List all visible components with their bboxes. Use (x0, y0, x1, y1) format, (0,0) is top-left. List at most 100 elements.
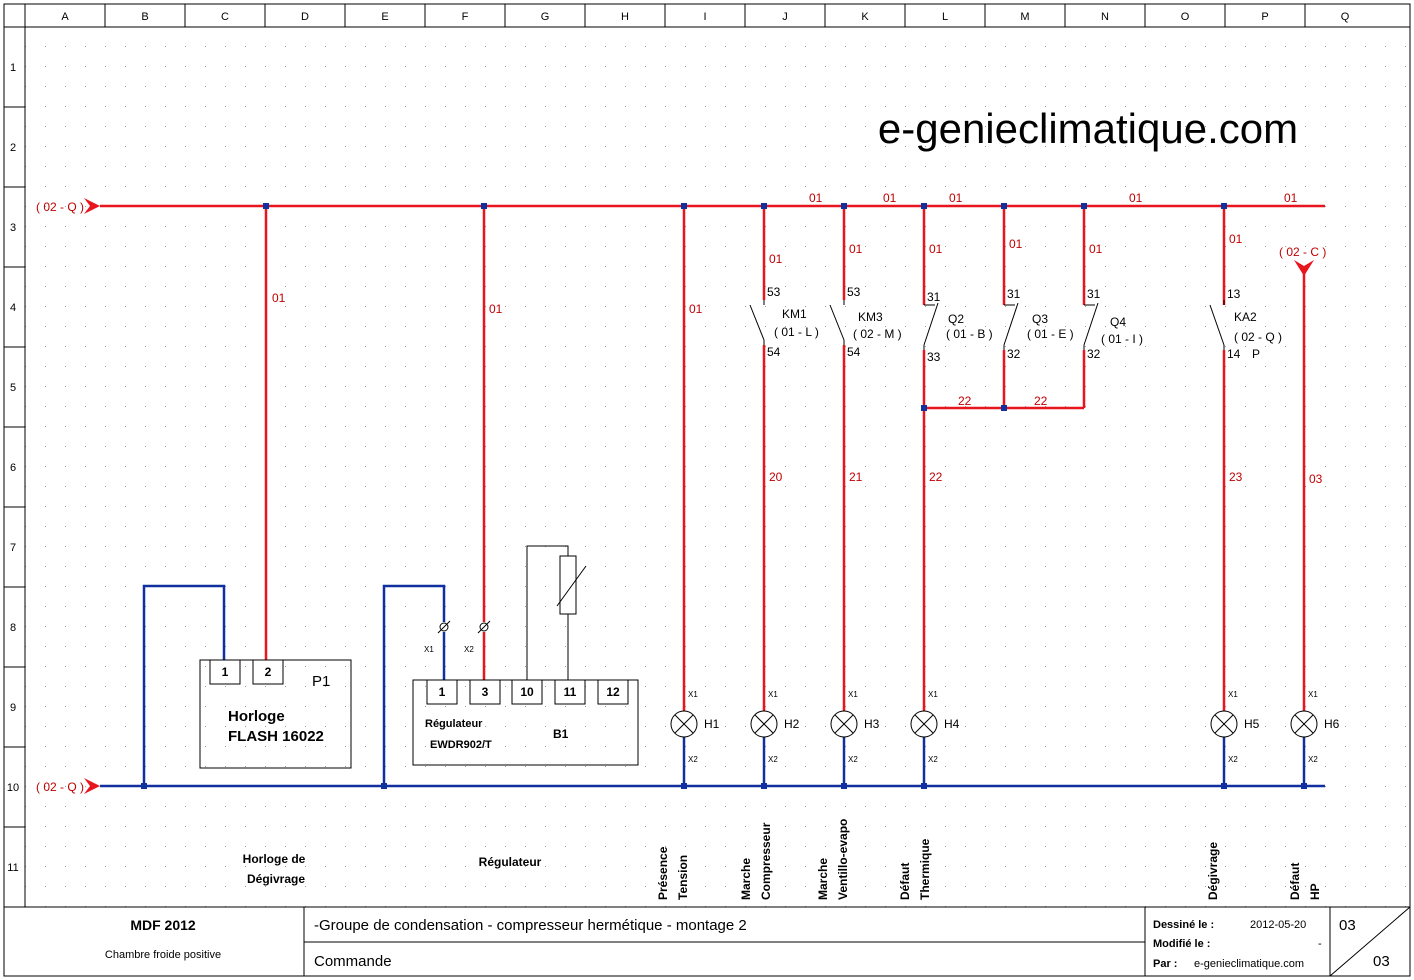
svg-text:01: 01 (849, 242, 863, 256)
by-label: Par : (1153, 958, 1177, 970)
row-label: 3 (10, 222, 16, 234)
svg-text:HP: HP (1308, 883, 1322, 900)
column-label: Q (1341, 11, 1350, 23)
svg-text:Horloge de: Horloge de (243, 852, 306, 866)
column-label: O (1181, 11, 1190, 23)
dot-grid (25, 27, 1410, 907)
modified-label: Modifié le : (1153, 938, 1210, 950)
clock-p1: 1 2 P1 Horloge FLASH 16022 (199, 659, 352, 769)
svg-text:Thermique: Thermique (918, 838, 932, 900)
sheet-section: Commande (314, 953, 392, 970)
row-label: 8 (10, 622, 16, 634)
lamp-label: H3 (864, 717, 880, 731)
b1-x1: X1 (424, 645, 434, 654)
page-number: 03 (1339, 917, 1356, 934)
lamp-x2: X2 (688, 755, 698, 764)
lamp-x2: X2 (928, 755, 938, 764)
svg-text:( 01 - B ): ( 01 - B ) (946, 327, 993, 341)
svg-text:01: 01 (1009, 237, 1023, 251)
p1-line1: Horloge (228, 708, 285, 725)
column-label: P (1261, 11, 1268, 23)
regulator-b1: 1 3 10 11 12 Régulateur EWDR902/T B1 X1 … (412, 545, 639, 766)
svg-text:01: 01 (1229, 232, 1243, 246)
b1-x2: X2 (464, 645, 474, 654)
svg-text:01: 01 (689, 302, 703, 316)
off-page-ref-top-left: ( 02 - Q ) (36, 198, 100, 214)
b1-ref: B1 (553, 727, 569, 741)
svg-text:22: 22 (958, 394, 972, 408)
svg-text:( 02 - C ): ( 02 - C ) (1279, 245, 1326, 259)
p1-terminal-1: 1 (222, 665, 229, 679)
svg-text:Défaut: Défaut (898, 863, 912, 900)
svg-text:33: 33 (927, 350, 941, 364)
column-label: B (141, 11, 148, 23)
neutral-wiring (100, 584, 1325, 788)
b1-terminal-1: 1 (439, 685, 446, 699)
svg-text:01: 01 (769, 252, 783, 266)
row-label: 10 (7, 782, 19, 794)
column-label: M (1020, 11, 1029, 23)
svg-text:Dégivrage: Dégivrage (1206, 842, 1220, 900)
lamp-label: H1 (704, 717, 720, 731)
svg-text:01: 01 (949, 191, 963, 205)
page-total: 03 (1373, 953, 1390, 970)
svg-text:54: 54 (767, 345, 781, 359)
row-label: 6 (10, 462, 16, 474)
column-label: I (703, 11, 706, 23)
lamp-label: H2 (784, 717, 800, 731)
b1-terminal-10: 10 (520, 685, 534, 699)
svg-text:54: 54 (847, 345, 861, 359)
column-label: A (61, 11, 69, 23)
svg-text:01: 01 (883, 191, 897, 205)
svg-text:Dégivrage: Dégivrage (247, 872, 305, 886)
svg-text:31: 31 (927, 290, 941, 304)
svg-text:( 01 - L ): ( 01 - L ) (774, 325, 819, 339)
row-label: 2 (10, 142, 16, 154)
contact-labels: 53 54 KM1 ( 01 - L ) 53 54 KM3 ( 02 - M … (767, 285, 1282, 364)
b1-line2: EWDR902/T (430, 739, 492, 751)
svg-text:03: 03 (1309, 472, 1323, 486)
junction-dots (141, 203, 1307, 789)
svg-text:Ventillo-evapo: Ventillo-evapo (836, 819, 850, 900)
column-label: G (541, 11, 550, 23)
project-subtitle: Chambre froide positive (105, 949, 221, 961)
row-label: 4 (10, 302, 16, 314)
row-label: 11 (7, 862, 18, 874)
svg-text:01: 01 (929, 242, 943, 256)
b1-terminal-12: 12 (606, 685, 620, 699)
svg-text:KM3: KM3 (858, 310, 883, 324)
svg-text:( 02 - Q ): ( 02 - Q ) (36, 780, 84, 794)
column-label: F (462, 11, 469, 23)
off-page-ref-right: ( 02 - C ) (1279, 245, 1326, 276)
p1-ref: P1 (312, 673, 330, 690)
svg-text:22: 22 (1034, 394, 1048, 408)
row-label: 5 (10, 382, 16, 394)
svg-text:21: 21 (849, 470, 863, 484)
svg-text:( 02 - Q ): ( 02 - Q ) (1234, 330, 1282, 344)
lamp-x1: X1 (688, 690, 698, 699)
power-wiring (100, 204, 1325, 712)
svg-text:Régulateur: Régulateur (479, 855, 542, 869)
svg-text:Compresseur: Compresseur (759, 822, 773, 900)
temperature-probe (559, 555, 577, 615)
svg-text:KA2: KA2 (1234, 310, 1257, 324)
svg-text:53: 53 (847, 285, 861, 299)
b1-terminal-11: 11 (564, 685, 577, 699)
lamp-x1: X1 (928, 690, 938, 699)
by-value: e-genieclimatique.com (1194, 958, 1304, 970)
b1-line1: Régulateur (425, 718, 483, 730)
drawn-date: 2012-05-20 (1250, 919, 1306, 931)
project-name: MDF 2012 (130, 917, 196, 933)
svg-text:01: 01 (489, 302, 503, 316)
lamp-x2: X2 (768, 755, 778, 764)
row-label: 1 (10, 62, 16, 74)
p1-line2: FLASH 16022 (228, 728, 324, 745)
svg-text:31: 31 (1007, 287, 1021, 301)
svg-text:( 02 - Q ): ( 02 - Q ) (36, 200, 84, 214)
